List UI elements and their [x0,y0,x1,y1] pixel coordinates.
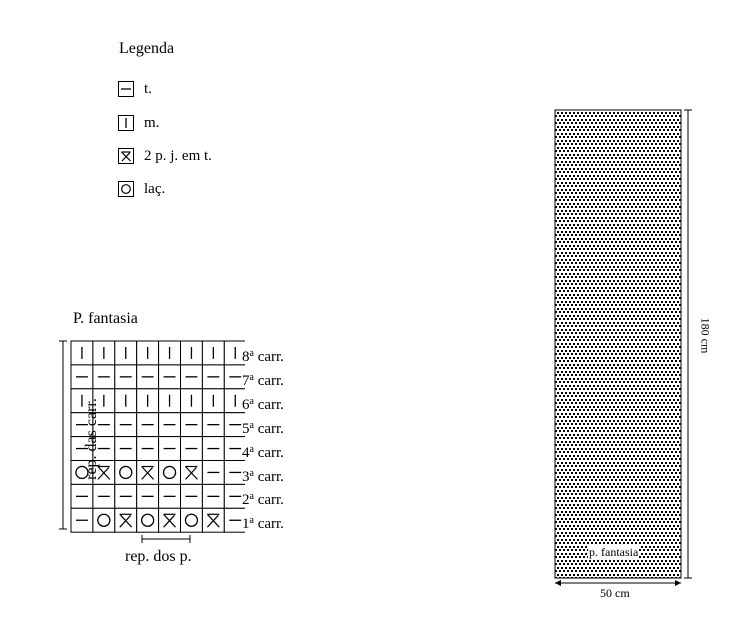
chart-cell [180,460,203,485]
chart-cell [114,364,138,390]
chart-cell [114,340,138,366]
chart-cell [201,340,225,366]
chart-cell [158,483,181,509]
grid-cells [70,340,245,533]
row-label: 7a carr. [242,371,284,389]
chart-cell [70,507,94,533]
chart-cell [180,412,203,438]
chart-cell [201,460,225,485]
chart-cell [201,436,225,461]
legend-label-knit: t. [144,80,152,97]
chart-cell [201,507,225,533]
chart-cell [223,507,245,533]
chart-cell [114,507,138,533]
chart-cell [201,364,225,390]
chart-cell [158,340,181,366]
chart-cell [180,388,203,414]
chart-title: P. fantasia [73,310,138,327]
row-label: 5a carr. [242,419,284,437]
legend-item-k2tog: 2 p. j. em t. [118,146,212,166]
chart-cell [158,388,181,414]
chart-cell [114,483,138,509]
scarf-outline [554,109,682,579]
chart-cell [136,388,160,414]
chart-cell [158,460,181,485]
legend-item-knit: t. [118,79,152,99]
chart-cell [201,412,225,438]
width-arrow-right [675,580,681,586]
chart-cell [136,412,160,438]
chart-cell [114,460,138,485]
chart-cell [114,388,138,414]
chart-cell [180,483,203,509]
row-label: 6a carr. [242,395,284,413]
height-dimension-label: 180 cm [698,317,713,354]
legend-item-purl: m. [118,113,159,133]
stitch-repeat-label: rep. dos p. [125,548,192,565]
chart-cell [201,388,225,414]
chart-cell [158,507,181,533]
row-repeat-label: rep. das carr. [83,398,100,480]
row-label: 1a carr. [242,515,284,533]
scarf-pattern-label: p. fantasia [588,545,640,560]
chart-cell [92,340,116,366]
chart-cell [92,507,116,533]
chart-cell [114,412,138,438]
purl-symbol-icon [118,115,134,131]
chart-cell [70,340,94,366]
chart-cell [136,483,160,509]
chart-cell [136,507,160,533]
legend-label-purl: m. [144,114,160,131]
row-label: 8a carr. [242,348,284,365]
legend-label-k2tog: 2 p. j. em t. [144,147,212,164]
chart-cell [136,340,160,366]
row-label: 3a carr. [242,467,284,485]
legend-item-yarn-over: laç. [118,179,165,199]
k2tog-symbol-icon [118,148,134,164]
chart-cell [180,340,203,366]
chart-cell [136,436,160,461]
scarf-schematic [554,109,692,586]
row-label: 2a carr. [242,491,284,509]
chart-cell [158,412,181,438]
width-arrow-left [555,580,561,586]
chart-cell [158,436,181,461]
width-dimension-label: 50 cm [600,586,630,600]
yarn-over-symbol-icon [118,181,134,197]
chart-cell [114,436,138,461]
knit-symbol-icon [118,81,134,97]
chart-cell [136,364,160,390]
legend-title: Legenda [119,40,175,57]
knitting-chart-grid [59,340,245,543]
chart-cell [180,436,203,461]
chart-cell [180,364,203,390]
chart-cell [136,460,160,485]
row-label: 4a carr. [242,443,284,461]
chart-cell [201,483,225,509]
chart-cell [158,364,181,390]
legend-label-yarn-over: laç. [144,180,166,197]
chart-cell [180,507,203,533]
